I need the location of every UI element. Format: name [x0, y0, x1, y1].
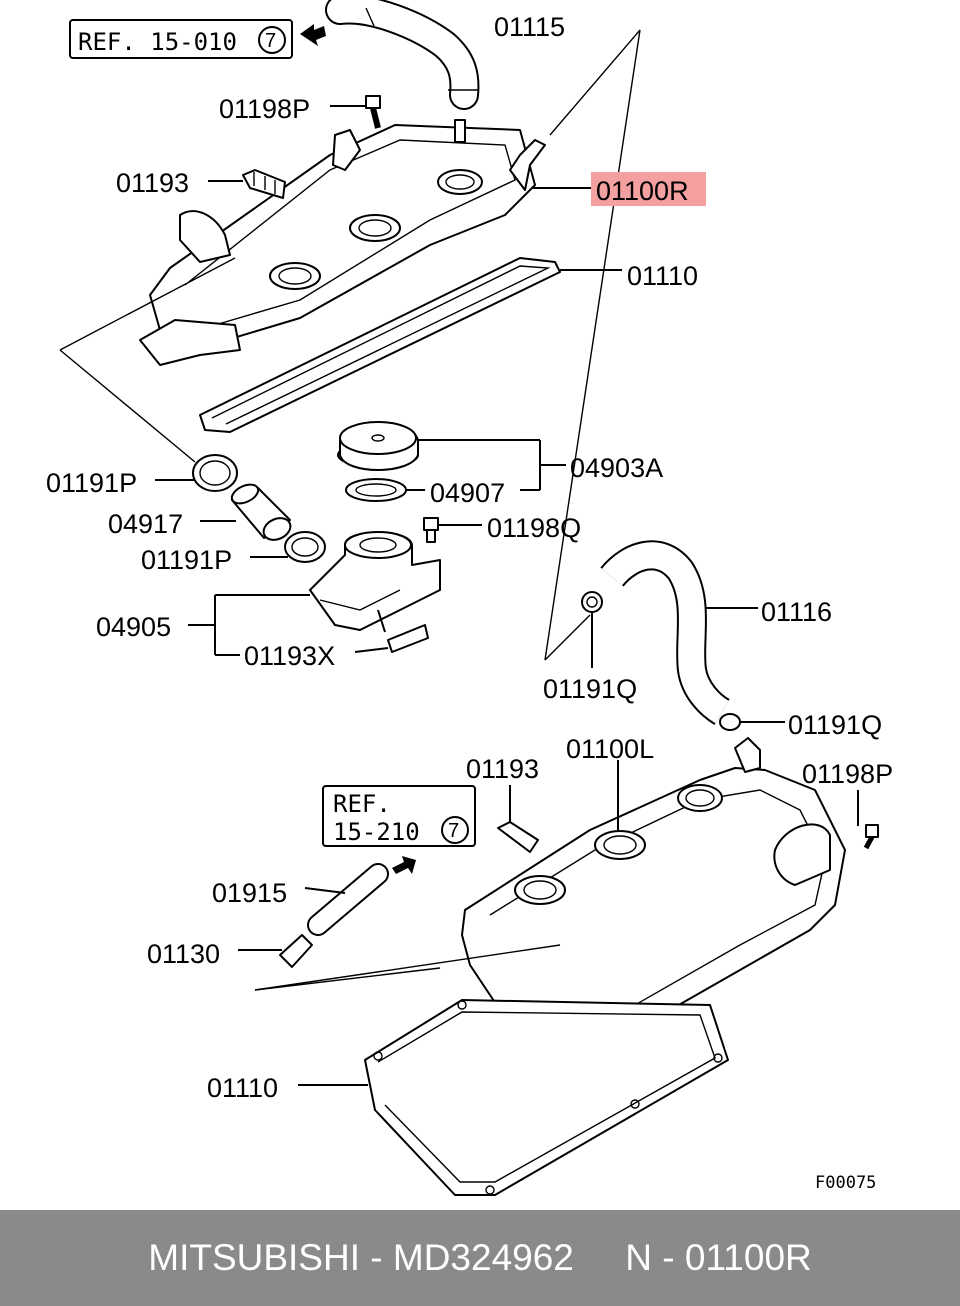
oil-filler-cap: [337, 421, 566, 490]
pcv-valve-01130: [238, 934, 313, 968]
caption-bar: MITSUBISHI - MD324962 N - 01100R: [0, 1210, 960, 1306]
figure-code: F00075: [815, 1173, 876, 1193]
label-01193-top: 01193: [116, 168, 189, 198]
bolt-01198Q: [423, 517, 482, 543]
arrow-icon: [300, 24, 326, 46]
highlight-01100R: [591, 172, 706, 206]
clamp-01191P-a: [155, 454, 238, 492]
leader-triangle-lower: [254, 944, 561, 991]
clip-01193-top: [208, 169, 286, 199]
label-01915: 01915: [212, 878, 287, 908]
clamp-01191P-b: [250, 531, 326, 563]
hose-04917: [200, 483, 292, 541]
valve-cover-left: [461, 737, 879, 1056]
label-01116: 01116: [761, 597, 832, 627]
hose-01915: [304, 863, 389, 936]
label-01110-top: 01110: [627, 261, 698, 291]
label-04917: 04917: [108, 509, 183, 539]
clip-01193X: [354, 624, 429, 653]
arrow-icon-lower: [392, 856, 416, 874]
hose-01116: [600, 540, 758, 725]
bolt-01198P-top: [330, 95, 381, 129]
label-01193X: 01193X: [244, 641, 335, 671]
ref-box-lower: REF. 15-210 7: [322, 785, 476, 847]
label-01130: 01130: [147, 939, 220, 969]
ref-upper-circle: 7: [265, 30, 276, 52]
label-01198P-bottom: 01198P: [802, 759, 893, 789]
parts-diagram: REF. 15-010 7: [46, 0, 893, 1196]
hose-01115: [325, 0, 480, 110]
part-labels: 01115 01198P 01193 01100R 01110 04903A 0…: [46, 12, 893, 1193]
ref-lower-circle: 7: [448, 820, 459, 842]
gasket-01110-bottom: [298, 999, 729, 1196]
label-04905: 04905: [96, 612, 171, 642]
clamp-01191Q-b: [719, 713, 785, 731]
label-01100R: 01100R: [596, 176, 689, 206]
cap-gasket-04907: [345, 478, 540, 502]
label-04907: 04907: [430, 478, 505, 508]
label-01193-bottom: 01193: [466, 754, 539, 784]
label-01198Q: 01198Q: [487, 513, 581, 543]
ref-box-upper: REF. 15-010 7: [69, 19, 293, 59]
filler-neck-04905: [188, 531, 441, 656]
ref-upper-text: REF. 15-010: [78, 28, 237, 56]
label-01191Q-a: 01191Q: [543, 674, 637, 704]
gasket-01110-top: [199, 257, 622, 433]
label-01100L: 01100L: [566, 734, 654, 764]
label-04903A: 04903A: [570, 453, 663, 483]
label-01115: 01115: [494, 12, 565, 42]
clip-01193-bottom: [497, 785, 539, 853]
leader-triangle-upper: [59, 29, 641, 661]
label-01191Q-b: 01191Q: [788, 710, 882, 740]
clamp-01191Q-a: [581, 591, 603, 668]
label-01191P-b: 01191P: [141, 545, 232, 575]
label-01198P-top: 01198P: [219, 94, 310, 124]
caption-text: MITSUBISHI - MD324962 N - 01100R: [148, 1237, 812, 1278]
ref-lower-line2: 15-210: [333, 818, 420, 846]
label-01110-bottom: 01110: [207, 1073, 278, 1103]
valve-cover-right: [139, 119, 546, 366]
ref-lower-line1: REF.: [333, 790, 391, 818]
label-01191P-a: 01191P: [46, 468, 137, 498]
